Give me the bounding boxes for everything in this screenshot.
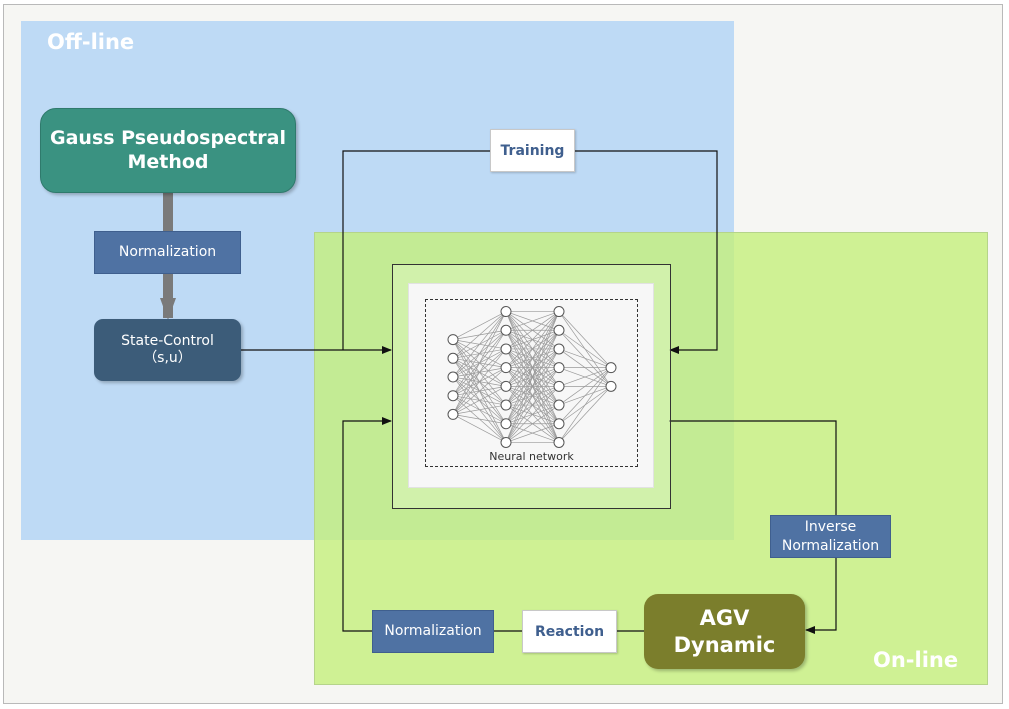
nn-connection — [505, 311, 560, 406]
agv-line-2: Dynamic — [673, 632, 776, 657]
nn-connection — [505, 348, 560, 443]
nn-neuron — [500, 362, 512, 374]
nn-neuron — [447, 408, 459, 420]
nn-connection — [558, 329, 612, 368]
nn-connection — [452, 414, 507, 425]
reaction-label: Reaction — [522, 610, 617, 653]
nn-neuron — [447, 371, 459, 383]
agv-line-1: AGV — [699, 606, 750, 631]
training-label: Training — [490, 129, 575, 172]
nn-neuron — [553, 306, 565, 318]
nn-connection — [452, 386, 507, 415]
nn-connection — [505, 311, 560, 424]
state-control-line-1: State-Control — [121, 332, 214, 349]
gauss-line-2: Method — [127, 150, 209, 173]
nn-neuron — [500, 343, 512, 355]
online-region-label: On-line — [873, 648, 959, 672]
feedback-to-nn-arrow — [342, 417, 392, 632]
agv-dynamic-block: AGV Dynamic — [644, 594, 805, 669]
offline-region-label: Off-line — [47, 30, 135, 54]
inverse-normalization-line-2: Normalization — [781, 537, 880, 554]
nn-connection — [452, 311, 507, 359]
nn-connection — [505, 311, 560, 368]
nn-connection — [558, 367, 612, 387]
nn-connection — [505, 367, 560, 443]
nn-connection — [505, 423, 560, 443]
nn-neuron — [605, 380, 617, 392]
nn-connection — [505, 311, 560, 443]
nn-connection — [558, 367, 612, 424]
nn-connection — [452, 348, 507, 415]
nn-neuron — [553, 343, 565, 355]
nn-neuron — [553, 362, 565, 374]
inverse-normalization-label: Inverse Normalization — [770, 515, 891, 558]
nn-connection — [558, 367, 612, 406]
nn-neuron — [553, 380, 565, 392]
nn-neuron — [553, 399, 565, 411]
state-control-block: State-Control （s,u） — [94, 319, 241, 381]
nn-connection — [452, 404, 507, 415]
inverse-normalization-line-1: Inverse — [804, 519, 857, 536]
gauss-line-1: Gauss Pseudospectral — [50, 126, 286, 149]
nn-connection — [452, 367, 507, 415]
nn-neuron — [500, 399, 512, 411]
neural-network-dashed-frame — [425, 299, 638, 467]
nn-neuron — [553, 324, 565, 336]
nn-neuron — [500, 306, 512, 318]
nn-neuron — [500, 436, 512, 448]
nn-connection — [558, 311, 612, 368]
nn-connection — [452, 330, 507, 415]
nn-connection — [505, 311, 560, 331]
gauss-pseudospectral-block: Gauss Pseudospectral Method — [40, 108, 296, 193]
nn-connection — [452, 311, 507, 378]
nn-neuron — [500, 380, 512, 392]
nn-connection — [505, 386, 560, 443]
nn-connection — [505, 330, 560, 443]
nn-neuron — [447, 334, 459, 346]
nn-connection — [452, 311, 507, 415]
nn-neuron — [605, 362, 617, 374]
nn-neuron — [500, 418, 512, 430]
nn-connection — [452, 414, 507, 443]
training-right-arrow — [575, 150, 718, 354]
nn-neuron — [553, 418, 565, 430]
nn-connection — [558, 386, 612, 443]
normalization-bottom-label: Normalization — [372, 610, 494, 653]
normalization-top-label: Normalization — [94, 231, 241, 274]
training-left-line — [342, 150, 490, 350]
nn-connection — [505, 404, 560, 443]
nn-connection — [558, 367, 612, 443]
state-control-line-2: （s,u） — [143, 350, 192, 366]
nn-connection — [452, 311, 507, 340]
nn-neuron — [553, 436, 565, 448]
nn-neuron — [500, 324, 512, 336]
inverse-to-agv-arrow — [805, 558, 837, 634]
neural-network-caption: Neural network — [489, 450, 574, 463]
nn-neuron — [447, 390, 459, 402]
nn-connection — [505, 311, 560, 387]
nn-neuron — [447, 352, 459, 364]
nn-connection — [505, 311, 560, 350]
nn-connection — [452, 311, 507, 396]
nn-to-inverse-line — [669, 420, 837, 515]
nn-connection — [558, 348, 612, 368]
